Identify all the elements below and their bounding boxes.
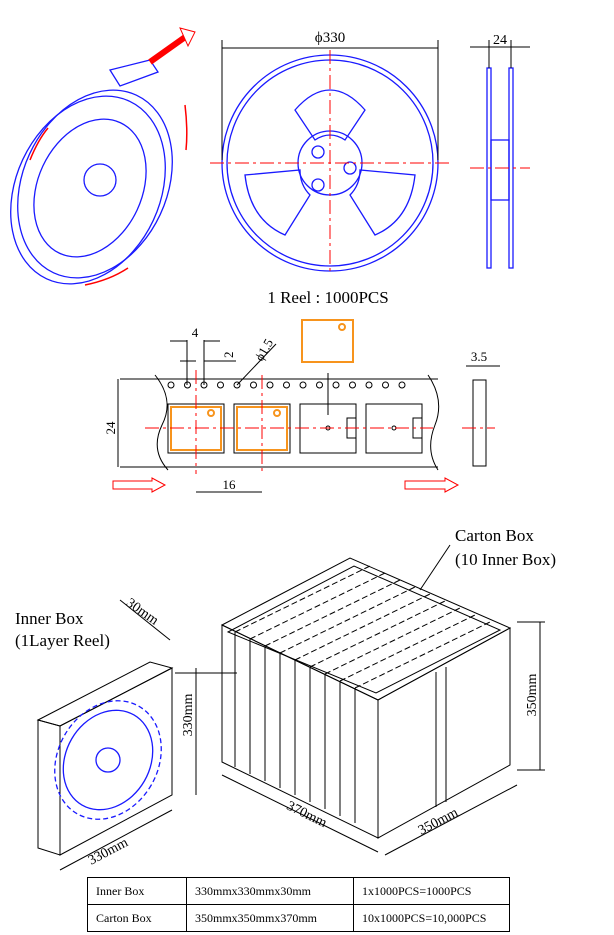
box-size: 350mmx350mmx370mm <box>186 904 354 932</box>
hole-offset-label: 2 <box>221 352 236 359</box>
tape-width-label: 24 <box>103 421 118 435</box>
sprocket-hole <box>299 381 307 389</box>
inner-box-top-edge <box>339 614 476 682</box>
feed-direction-arrow-icon <box>112 477 167 493</box>
sprocket-hole <box>332 381 340 389</box>
carton-box-label: Carton Box <box>455 526 534 545</box>
sprocket-hole <box>283 381 290 389</box>
sprocket-hole <box>316 381 323 389</box>
box-size: 330mmx330mmx30mm <box>186 877 354 905</box>
reel-front-view: ϕ330 <box>210 30 450 275</box>
pocket-pitch-label: 16 <box>223 477 237 492</box>
reel-diameter-label: ϕ330 <box>315 30 345 46</box>
inner-box-sublabel: (1Layer Reel) <box>15 631 110 650</box>
inner-box-top-edge <box>234 565 371 633</box>
inner-box-top-edge <box>354 621 491 689</box>
feed-direction-arrow-icon <box>404 477 460 493</box>
carton-width-label: 350mm <box>416 805 461 838</box>
carrier-tape: 4 2 ϕ1.5 24 16 3.5 <box>103 319 500 493</box>
inner-depth-label: 30mm <box>123 596 161 629</box>
sprocket-hole <box>217 381 224 389</box>
sprocket-hole <box>365 381 373 389</box>
inner-box-label: Inner Box <box>15 609 84 628</box>
sprocket-hole <box>398 381 406 389</box>
inner-box-top-edge <box>279 586 416 654</box>
box-quantity: 10x1000PCS=10,000PCS <box>353 904 510 932</box>
spec-table: Inner Box 330mmx330mmx30mm 1x1000PCS=100… <box>87 877 510 932</box>
carton-box-sublabel: (10 Inner Box) <box>455 550 556 569</box>
carton-height-label: 350mm <box>525 674 540 717</box>
sprocket-hole <box>382 381 389 389</box>
table-row: Carton Box 350mmx350mmx370mm 10x1000PCS=… <box>87 904 510 932</box>
reel-side-view: 24 <box>470 33 530 269</box>
box-name: Carton Box <box>87 904 187 932</box>
tape-thickness-label: 3.5 <box>471 349 487 364</box>
hole-diameter-label: ϕ1.5 <box>252 336 277 363</box>
inner-width-label: 330mm <box>86 835 131 868</box>
sprocket-hole <box>233 381 241 389</box>
sprocket-hole <box>250 381 257 389</box>
rotation-arrow-icon <box>29 127 49 161</box>
sprocket-hole <box>167 381 175 389</box>
box-quantity: 1x1000PCS=1000PCS <box>353 877 510 905</box>
sprocket-pitch-label: 4 <box>192 325 199 340</box>
reel-width-label: 24 <box>493 33 507 48</box>
inner-box-top-edge <box>309 600 446 668</box>
inner-box-top-edge <box>249 572 386 640</box>
table-row: Inner Box 330mmx330mmx30mm 1x1000PCS=100… <box>87 877 510 905</box>
sprocket-hole <box>349 381 356 389</box>
box-name: Inner Box <box>87 877 187 905</box>
sprocket-hole <box>266 381 274 389</box>
inner-box-top-edge <box>294 593 431 661</box>
inner-box-top-edge <box>324 607 461 675</box>
reel-perspective <box>10 27 196 286</box>
inner-box: Inner Box (1Layer Reel) 30mm 330mm 330mm <box>15 596 237 871</box>
carton-box: Carton Box (10 Inner Box) 370mm 350mm 35… <box>220 526 556 856</box>
inner-height-label: 330mm <box>181 694 196 737</box>
inner-box-top-edge <box>264 579 401 647</box>
reel-caption: 1 Reel : 1000PCS <box>267 288 388 307</box>
